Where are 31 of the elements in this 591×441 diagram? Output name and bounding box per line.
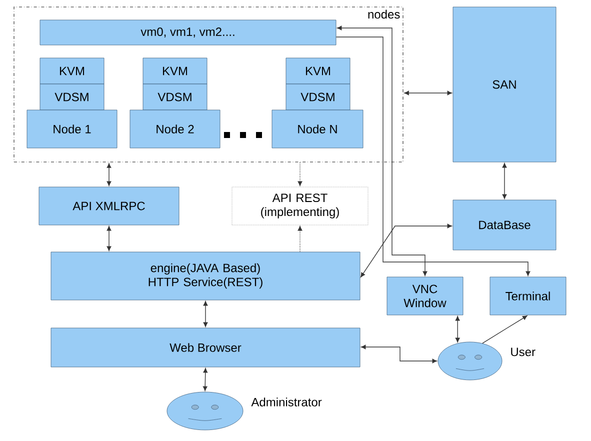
- process-box: VDSM: [142, 84, 208, 110]
- process-box: DataBase: [452, 200, 556, 250]
- arrow: [404, 90, 452, 96]
- dotted-box: API REST (implementing): [232, 186, 368, 226]
- process-box: KVM: [142, 58, 208, 84]
- process-box: Terminal: [490, 276, 566, 316]
- process-box: SAN: [452, 6, 556, 162]
- arrow: [106, 226, 112, 251]
- arrow: [298, 162, 302, 186]
- process-box: vm0, vm1, vm2....: [40, 20, 336, 46]
- arrow: [202, 368, 208, 391]
- process-box: VNC Window: [386, 276, 464, 316]
- arrow: [455, 316, 460, 342]
- arrow: [361, 344, 437, 364]
- process-box: Web Browser: [50, 328, 360, 368]
- arrow: [203, 301, 208, 327]
- process-box: VDSM: [286, 84, 350, 110]
- process-box: API XMLRPC: [38, 186, 180, 226]
- arrow: [502, 163, 507, 199]
- arrow: [482, 315, 528, 344]
- process-box: VDSM: [40, 84, 104, 110]
- process-box: KVM: [286, 58, 350, 84]
- arrow: [336, 36, 530, 276]
- arrow: [360, 224, 452, 278]
- arrow: [337, 26, 428, 276]
- arrow: [106, 163, 112, 186]
- process-box: KVM: [40, 58, 104, 84]
- person-label: Administrator: [251, 398, 322, 406]
- arrow: [298, 226, 302, 252]
- process-box: engine(JAVA Based) HTTP Service(REST): [50, 252, 360, 300]
- person-label: User: [511, 348, 536, 356]
